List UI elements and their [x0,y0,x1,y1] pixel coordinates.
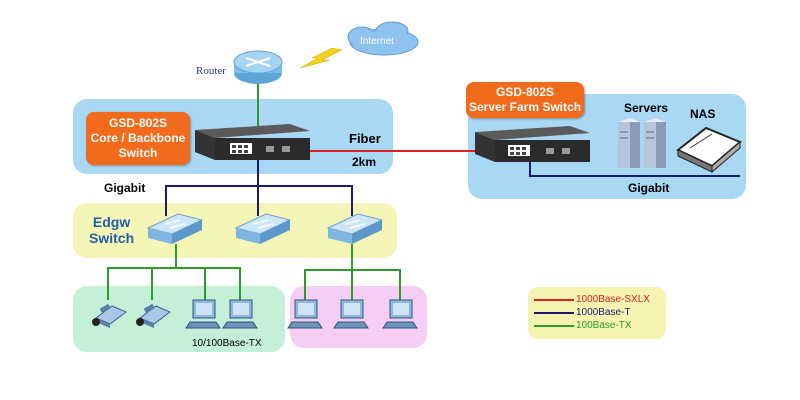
edge-switch-icon-3 [326,213,384,244]
pc-icon-4 [333,299,369,329]
pc-icon-2 [222,299,258,329]
server-icon-2 [644,118,666,168]
pc-icon-3 [287,299,323,329]
edge-switch-icon-2 [234,213,292,244]
server-farm-gigabit-label: Gigabit [628,181,670,195]
servers-label: Servers [624,101,669,115]
internet-label: Internet [360,36,394,47]
pc-icon-5 [382,299,418,329]
nas-icon [676,126,742,174]
legend-label-1000t: 1000Base-T [576,307,631,318]
edge-switch-icon-1 [146,213,204,244]
fiber-label: Fiber [349,131,381,146]
server-icon-1 [618,118,640,168]
distance-label: 2km [352,155,377,169]
lightning-icon [299,47,343,69]
router-icon [233,50,283,84]
pc-icon-1 [185,299,221,329]
server-farm-switch-icon [475,126,590,162]
legend-label-100tx: 100Base-TX [576,320,632,331]
ip-phone-icon-1 [92,303,127,328]
uplink-gigabit-label: Gigabit [104,181,146,195]
core-switch-icon [195,124,310,160]
nas-label: NAS [690,107,716,121]
router-label: Router [196,65,226,77]
server-farm-gigabit-link [529,160,740,177]
edge-switch-label: Edgw Switch [89,214,135,246]
server-farm-switch-label: GSD-802S Server Farm Switch [466,82,584,118]
legend-label-sxlx: 1000Base-SXLX [576,294,650,305]
internet-cloud-icon [347,21,419,56]
access-links-left [107,267,241,300]
access-label: 10/100Base-TX [192,338,262,349]
ip-phone-icon-2 [136,303,171,328]
core-switch-label: GSD-802S Core / Backbone Switch [86,112,190,165]
